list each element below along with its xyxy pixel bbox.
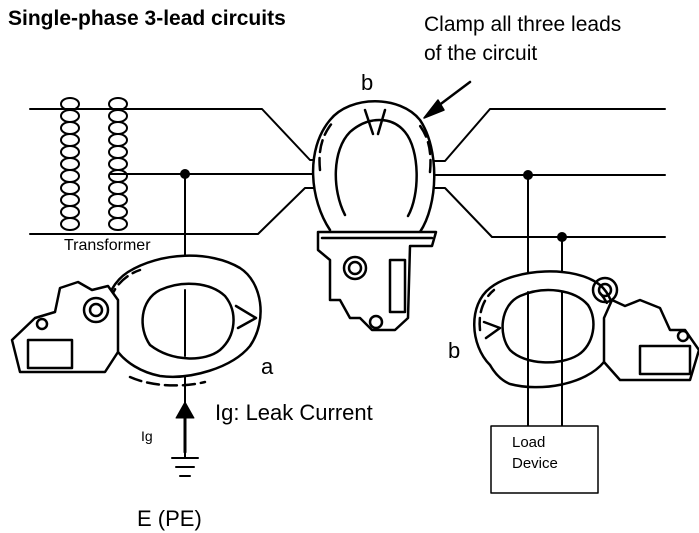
load-device-line2: Device: [512, 455, 558, 472]
annotation-arrow: [423, 80, 472, 119]
leak-current-label: Ig: Leak Current: [215, 400, 373, 425]
earth-label: E (PE): [137, 506, 202, 531]
load-device-label: Load Device: [512, 432, 582, 474]
clamp-annotation-line2: of the circuit: [424, 42, 538, 65]
junction-dots: [180, 169, 567, 242]
diagram-title: Single-phase 3-lead circuits: [8, 7, 286, 30]
transformer-coils: [60, 97, 128, 231]
ig-label: Ig: [141, 428, 153, 444]
load-device-box: [490, 425, 599, 494]
clamp-annotation-line1: Clamp all three leads: [424, 13, 622, 36]
transformer-label: Transformer: [64, 237, 151, 254]
label-b-top: b: [361, 70, 374, 95]
clamp-meter-top: [311, 100, 438, 332]
label-a: a: [261, 354, 274, 379]
clamp-meter-left: [10, 254, 262, 387]
clamp-meter-right: [473, 270, 699, 389]
load-device-line1: Load: [512, 434, 546, 451]
clamp-annotation: Clamp all three leads of the circuit: [424, 10, 621, 68]
earth-ground: [171, 457, 199, 477]
ig-arrow: [175, 401, 195, 454]
label-b-right: b: [448, 338, 461, 363]
